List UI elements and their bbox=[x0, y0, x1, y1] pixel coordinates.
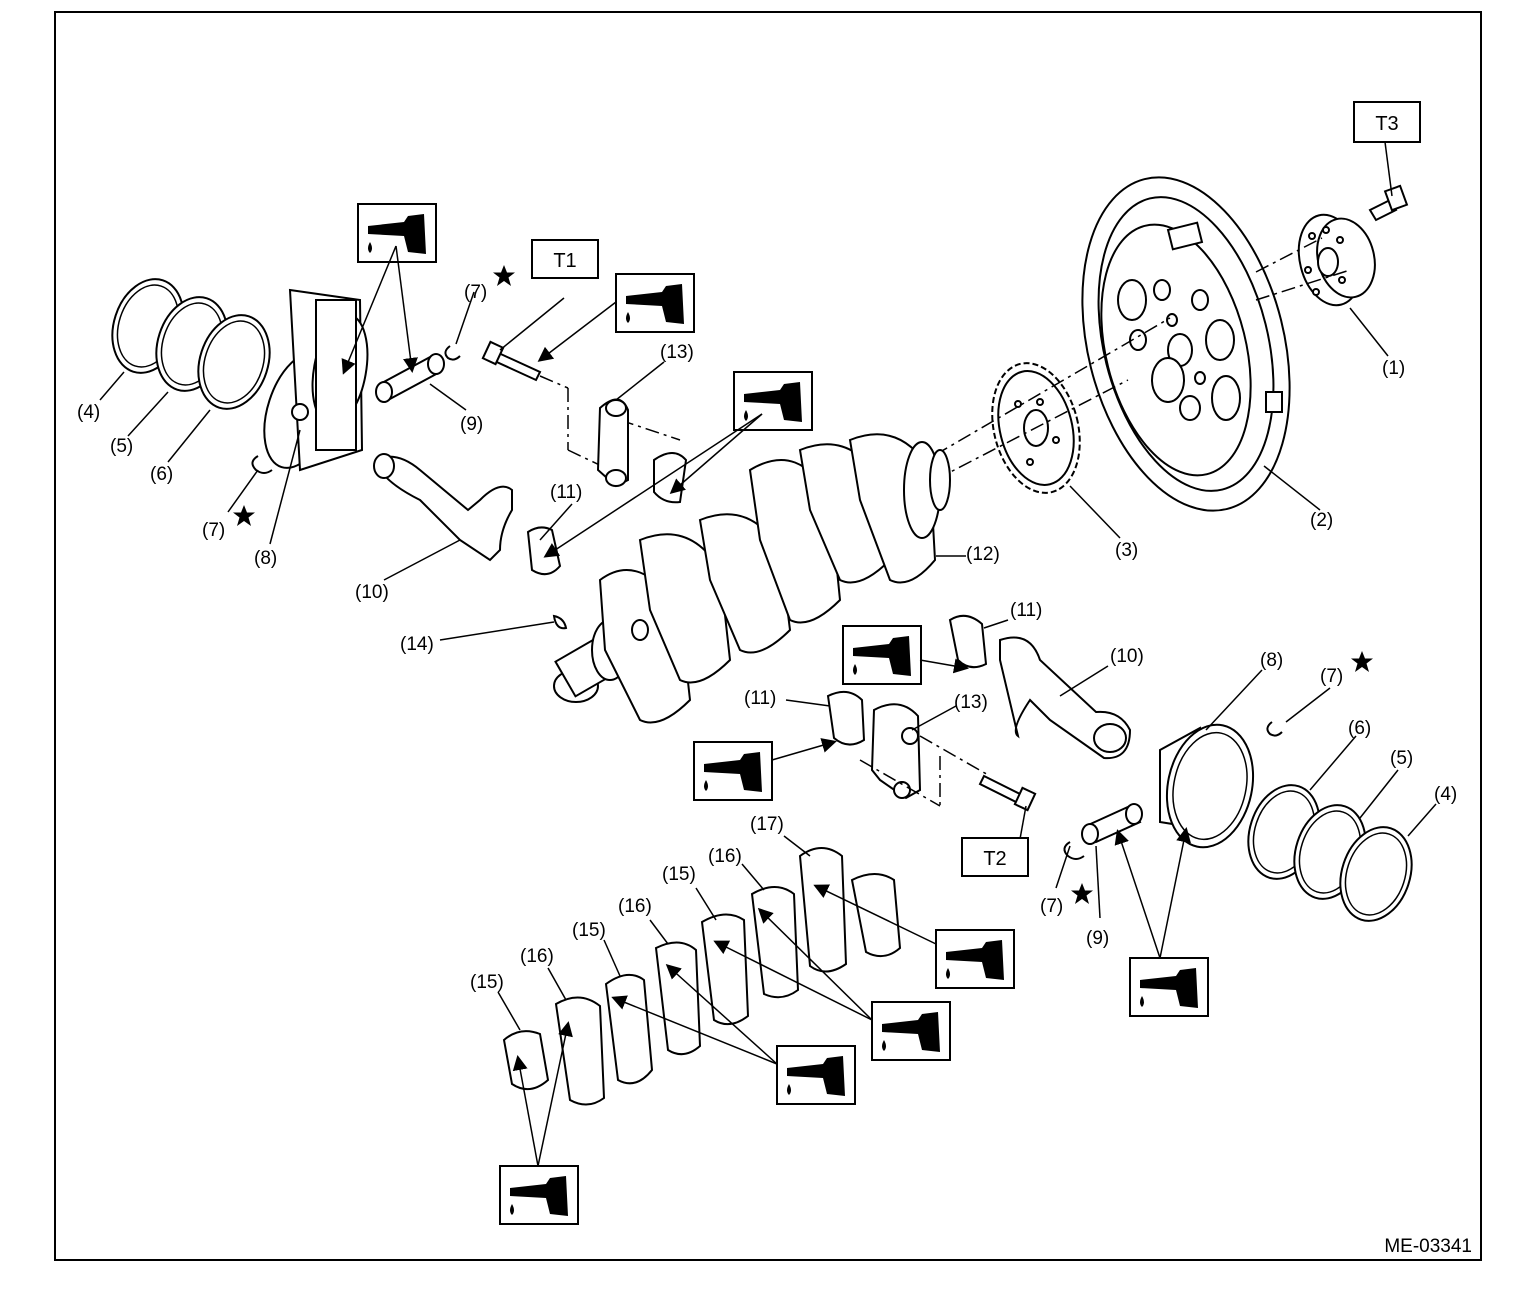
label-p17: (17) bbox=[750, 814, 784, 835]
woodruff-key bbox=[552, 614, 568, 630]
star-icon bbox=[1351, 651, 1373, 672]
connecting-rod-bearing-right-top bbox=[948, 614, 988, 669]
star-icon bbox=[493, 265, 515, 286]
oil-can-icon bbox=[499, 1021, 579, 1225]
oil-can-icon bbox=[1114, 827, 1209, 1017]
drive-plate-adapter bbox=[1297, 213, 1376, 307]
crankshaft-bearing bbox=[604, 973, 654, 1085]
crankshaft-thrust-bearing bbox=[798, 847, 848, 973]
circlip-left bbox=[251, 455, 273, 474]
label-p2: (2) bbox=[1310, 510, 1333, 531]
piston-ring-left bbox=[197, 314, 271, 410]
label-p7: (7) bbox=[1320, 666, 1343, 687]
crankshaft bbox=[553, 433, 951, 724]
label-p16: (16) bbox=[618, 896, 652, 917]
oil-can-icon bbox=[341, 203, 437, 375]
piston-ring-right bbox=[1339, 826, 1413, 922]
diagram-frame bbox=[54, 11, 1482, 1261]
connecting-rod-bearing-top bbox=[653, 452, 688, 504]
label-p5: (5) bbox=[110, 436, 133, 457]
piston-left bbox=[263, 288, 369, 472]
label-p16: (16) bbox=[708, 846, 742, 867]
label-p13: (13) bbox=[954, 692, 988, 713]
oil-can-icon bbox=[693, 738, 837, 801]
label-p11: (11) bbox=[744, 688, 776, 709]
connecting-rod-bolt-top bbox=[481, 340, 542, 382]
label-p6: (6) bbox=[1348, 718, 1371, 739]
crankshaft-bearing bbox=[554, 996, 606, 1106]
label-p9: (9) bbox=[460, 414, 483, 435]
oil-can-icon bbox=[611, 963, 856, 1105]
label-p15: (15) bbox=[662, 864, 696, 885]
star-icon bbox=[1071, 883, 1093, 904]
circlip-left-top bbox=[444, 345, 461, 361]
oil-can-icon bbox=[543, 371, 813, 558]
label-p7: (7) bbox=[202, 520, 225, 541]
oil-can-icon bbox=[537, 273, 695, 362]
label-p10: (10) bbox=[355, 582, 389, 603]
label-p15: (15) bbox=[470, 972, 504, 993]
label-p9: (9) bbox=[1086, 928, 1109, 949]
part-labels: (1) (2) (3) (4) (5) (6) (7) (7) (8) (9) … bbox=[77, 282, 1457, 993]
leader-lines bbox=[99, 141, 1437, 1031]
connecting-rod-cap-bottom bbox=[870, 703, 922, 800]
connecting-rod-bearing-right-bottom bbox=[826, 690, 866, 746]
connecting-rod-bolt-bottom bbox=[978, 774, 1037, 812]
label-p10: (10) bbox=[1110, 646, 1144, 667]
torque-label-t1: T1 bbox=[531, 239, 599, 279]
label-p8: (8) bbox=[254, 548, 277, 569]
torque-label-t3: T3 bbox=[1353, 101, 1421, 143]
piston-right bbox=[1159, 723, 1255, 849]
label-p1: (1) bbox=[1382, 358, 1405, 379]
label-p7: (7) bbox=[464, 282, 487, 303]
figure-code: ME-03341 bbox=[1384, 1236, 1472, 1257]
circlip-right-top bbox=[1266, 721, 1283, 737]
label-p4: (4) bbox=[77, 402, 100, 423]
crankshaft-bearing bbox=[750, 886, 800, 999]
svg-text:T2: T2 bbox=[983, 848, 1006, 870]
label-p3: (3) bbox=[1115, 540, 1138, 561]
label-p14: (14) bbox=[400, 634, 434, 655]
label-p16: (16) bbox=[520, 946, 554, 967]
torque-label-t2: T2 bbox=[961, 837, 1029, 877]
crankshaft-bearing bbox=[700, 913, 750, 1026]
star-icon bbox=[233, 505, 255, 526]
label-p11: (11) bbox=[550, 482, 582, 503]
connecting-rod-cap-top bbox=[596, 398, 629, 488]
piston-pin-right bbox=[1081, 803, 1143, 845]
connecting-rod-left bbox=[373, 453, 513, 562]
piston-pin-left bbox=[375, 353, 445, 403]
label-p8: (8) bbox=[1260, 650, 1283, 671]
centerline bbox=[1255, 237, 1323, 273]
oil-can-icon bbox=[813, 884, 1015, 989]
crankshaft-bearing bbox=[502, 1030, 550, 1091]
label-p4: (4) bbox=[1434, 784, 1457, 805]
circlip-right-bottom bbox=[1063, 841, 1085, 860]
svg-text:T1: T1 bbox=[553, 250, 576, 272]
label-p12: (12) bbox=[966, 544, 1000, 565]
label-p7: (7) bbox=[1040, 896, 1063, 917]
drive-plate bbox=[1081, 176, 1291, 512]
connecting-rod-right bbox=[999, 636, 1132, 760]
label-p15: (15) bbox=[572, 920, 606, 941]
label-p5: (5) bbox=[1390, 748, 1413, 769]
crankshaft-bearing bbox=[654, 941, 702, 1056]
oil-can-icon bbox=[713, 907, 951, 1061]
label-p11: (11) bbox=[1010, 600, 1042, 621]
label-p6: (6) bbox=[150, 464, 173, 485]
label-p13: (13) bbox=[660, 342, 694, 363]
centerline bbox=[1255, 269, 1351, 301]
oil-can-icon bbox=[842, 625, 969, 685]
drive-plate-bolt bbox=[1368, 184, 1409, 222]
svg-text:T3: T3 bbox=[1375, 113, 1398, 135]
